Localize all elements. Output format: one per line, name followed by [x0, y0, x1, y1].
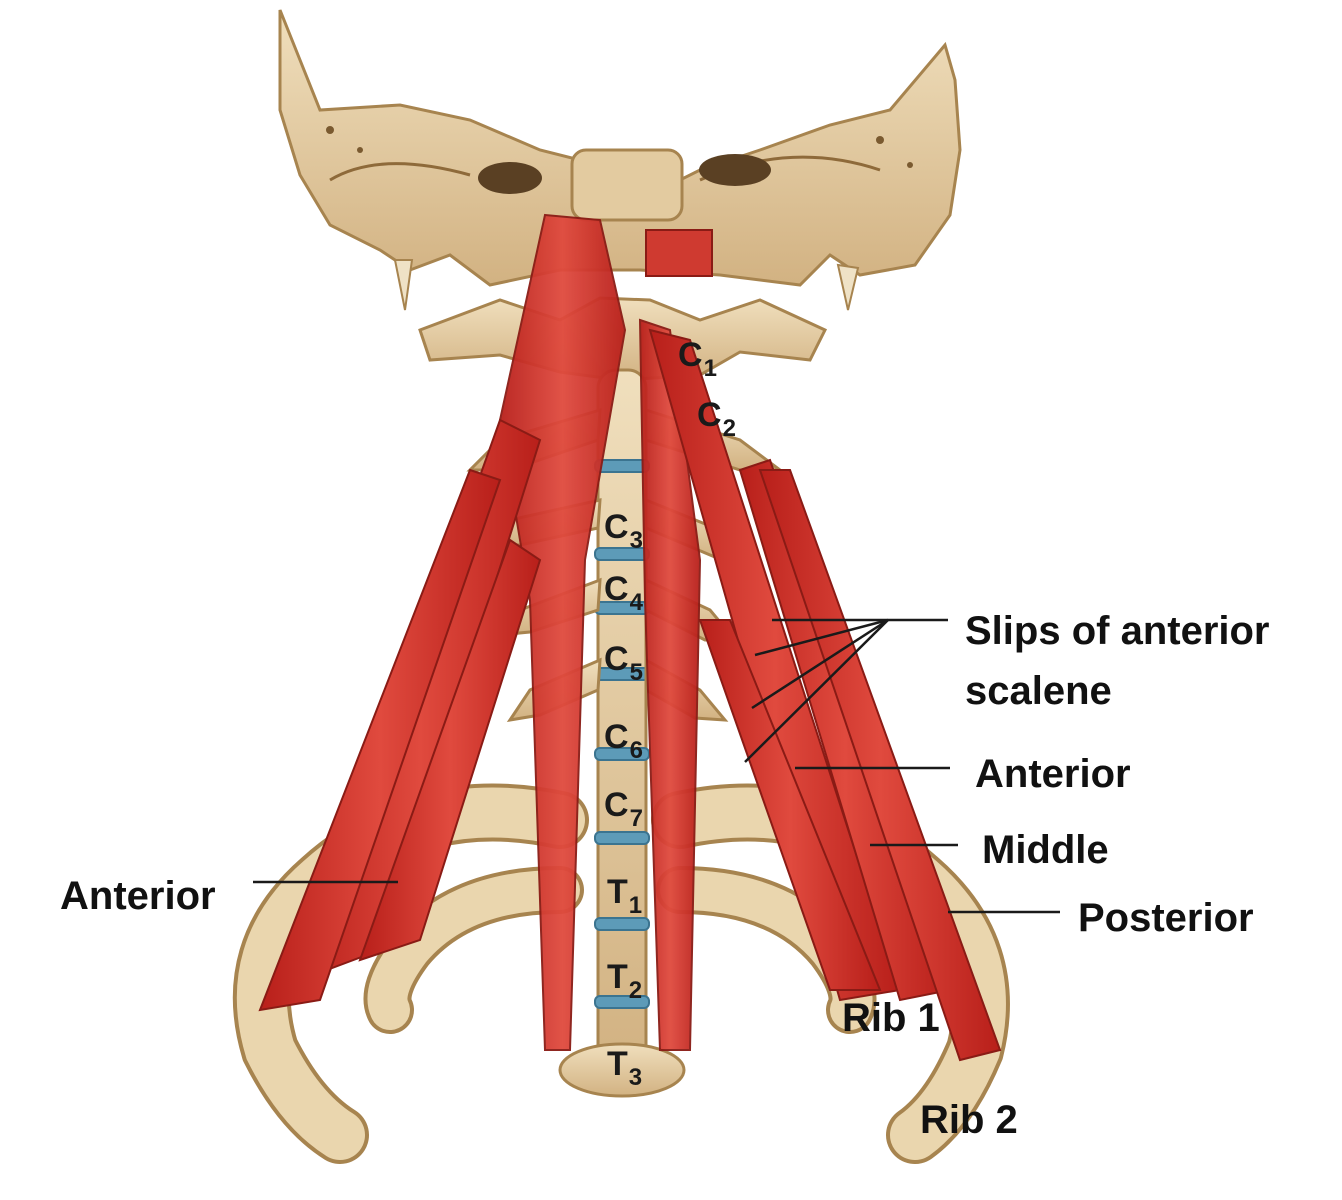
label-middle-scalene: Middle [982, 828, 1109, 872]
label-anterior-scalene-left: Anterior [60, 874, 216, 918]
label-slips-line1: Slips of anterior [965, 609, 1270, 653]
label-posterior-scalene: Posterior [1078, 896, 1254, 940]
label-rib-1: Rib 1 [842, 996, 940, 1040]
vertebra-label-c4: C4 [604, 570, 643, 616]
vertebra-label-t1: T1 [607, 873, 643, 919]
leader-lines [253, 618, 1060, 914]
longus-muscles [498, 213, 702, 1051]
label-slips-line2: scalene [965, 669, 1112, 713]
left-scalenes [258, 418, 542, 1012]
vertebra-label-c6: C6 [604, 718, 643, 764]
right-scalenes [648, 328, 1002, 1062]
skull-base [278, 9, 962, 311]
label-rib-2: Rib 2 [920, 1098, 1018, 1142]
vertebra-label-t3: T3 [607, 1045, 643, 1091]
vertebra-label-c2: C2 [697, 396, 736, 442]
label-anterior-scalene-right: Anterior [975, 752, 1131, 796]
vertebra-label-t2: T2 [607, 958, 643, 1004]
vertebra-label-c3: C3 [604, 508, 643, 554]
vertebra-label-c7: C7 [604, 786, 643, 832]
vertebral-column [558, 368, 686, 1098]
vertebra-label-c5: C5 [604, 640, 643, 686]
vertebra-label-c1: C1 [678, 336, 717, 382]
